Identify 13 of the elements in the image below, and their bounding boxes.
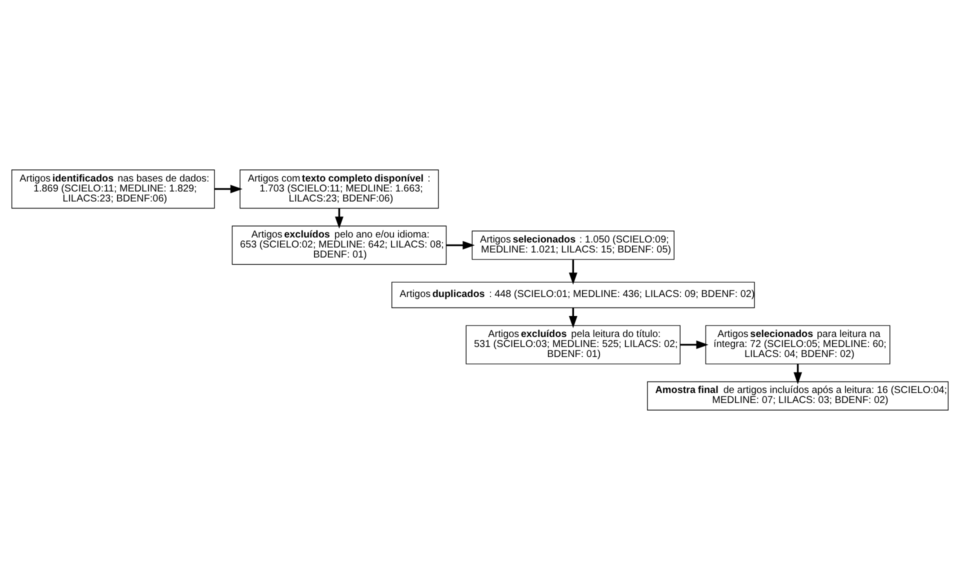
node-box: Amostra final de artigos incluídos após a leitura: 16 (SCIELO:04; MEDLINE: 07; LILACS: 03; BDENF: 02) — [647, 380, 949, 410]
node-box: Artigos duplicados: 448 (SCIELO:01; MEDLINE: 436; LILACS: 09; BDENF: 02) — [391, 281, 755, 308]
arrow — [334, 208, 344, 228]
node-box: Artigos selecionados: 1.050 (SCIELO:09; MEDLINE: 1.021; LILACS: 15; BDENF: 05) — [472, 230, 674, 260]
arrow — [446, 240, 475, 249]
arrow — [568, 259, 578, 284]
node-box: Artigos excluídos pelo ano e/ou idioma: 653 (SCIELO:02; MEDLINE: 642; LILACS: 08; BDENF: 01) — [232, 225, 447, 264]
node-box: Artigos identificados nas bases de dados: 1.869 (SCIELO:11; MEDLINE: 1.829; LILACS:23; BDENF:06) — [11, 169, 215, 208]
node-box: Artigos excluídos pela leitura do título: 531 (SCIELO:03; MEDLINE: 525; LILACS: 02; BDENF: 01) — [466, 324, 680, 364]
node-box: Artigos selecionados para leitura na íntegra: 72 (SCIELO:05; MEDLINE: 60; LILACS: 04; BDENF: 02) — [705, 324, 890, 364]
node-box: Artigos com texto completo disponível: 1.703 (SCIELO:11; MEDLINE: 1.663; LILACS:23; BDENF:06) — [240, 169, 439, 208]
arrow — [680, 340, 708, 348]
arrow — [214, 184, 242, 193]
